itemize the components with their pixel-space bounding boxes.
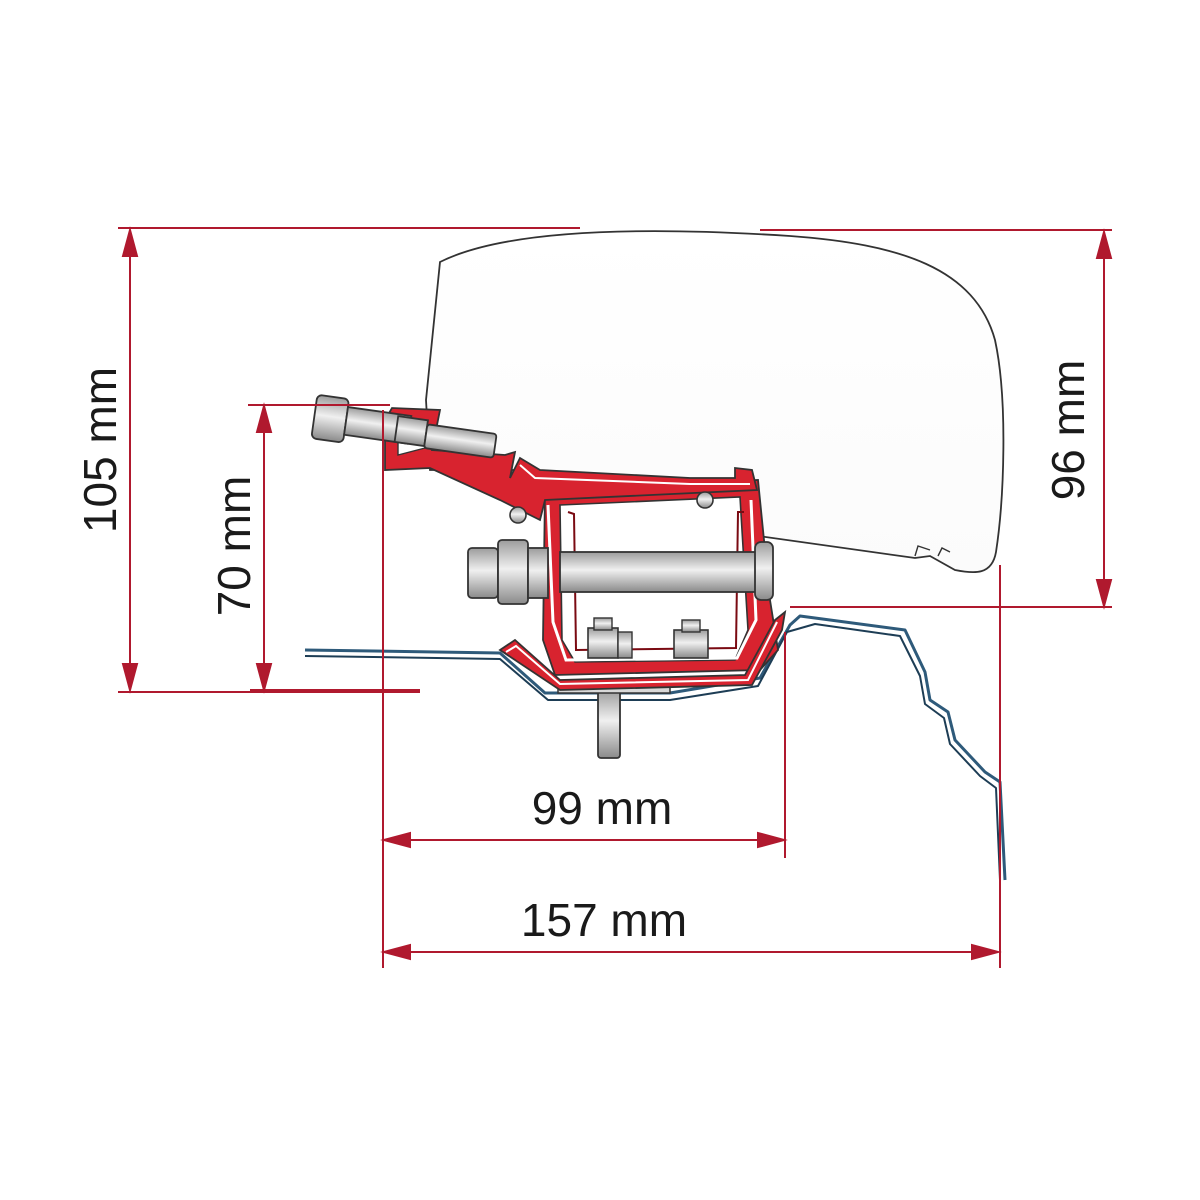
roof-clamp-plate: [498, 609, 787, 691]
base-nut-right: [673, 619, 709, 659]
dimension-lines: [118, 226, 1113, 968]
roof-clamp-plate-inner: [505, 621, 778, 686]
awning-seam: [914, 545, 951, 557]
dim-label-bracket-width: 99 mm: [532, 782, 673, 834]
base-nut-left: [587, 617, 633, 659]
mounting-stud: [597, 689, 621, 759]
through-bolt: [467, 539, 774, 605]
dim-label-overall-width: 157 mm: [521, 894, 687, 946]
adjustment-screw: [311, 394, 498, 459]
dim-label-awning-height: 96 mm: [1042, 360, 1094, 501]
dim-label-bracket-height: 70 mm: [208, 476, 260, 617]
arm-screw-left: [509, 506, 527, 524]
arm-screw-right: [696, 491, 714, 509]
dim-label-overall-height: 105 mm: [74, 367, 126, 533]
